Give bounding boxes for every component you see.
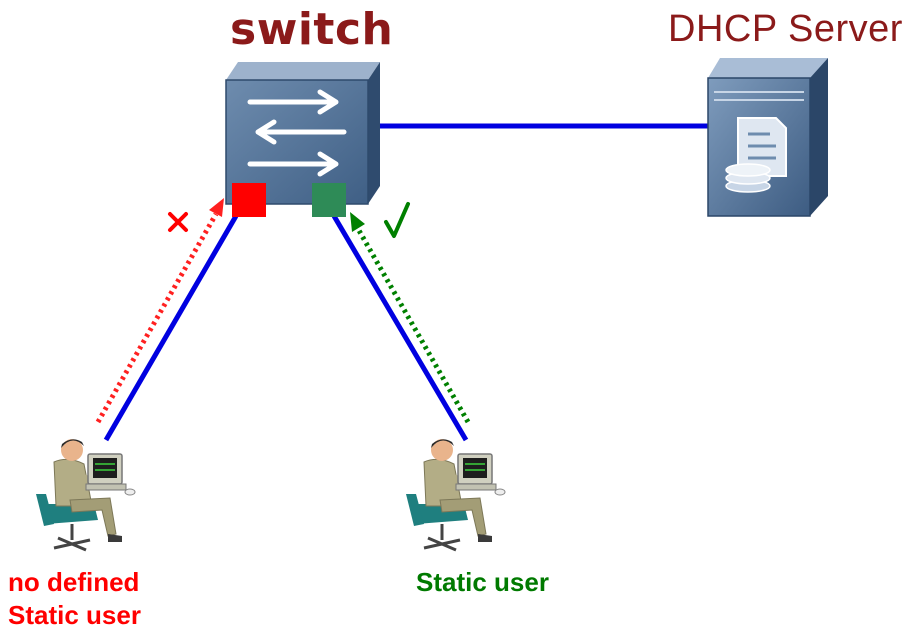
dhcp-server-label: DHCP Server [668, 8, 903, 50]
blocked-request-path [95, 198, 224, 424]
switch-label: switch [230, 4, 394, 55]
left-user-label-line1: no defined [8, 567, 140, 597]
right-user-icon [406, 439, 506, 552]
cross-mark-icon [168, 212, 188, 232]
right-user-link [331, 214, 469, 442]
left-user-label-line2: Static user [8, 600, 141, 630]
blocked-port [232, 183, 266, 217]
right-user-label: Static user [416, 566, 549, 599]
left-user-icon [36, 439, 136, 552]
check-mark-icon [384, 202, 410, 238]
left-user-label: no defined Static user [8, 566, 141, 632]
allowed-request-path [350, 212, 471, 424]
network-switch-icon [225, 62, 380, 205]
left-user-link [103, 214, 239, 442]
dhcp-server-icon [707, 58, 828, 217]
right-user-label-line1: Static user [416, 567, 549, 597]
allowed-port [312, 183, 346, 217]
